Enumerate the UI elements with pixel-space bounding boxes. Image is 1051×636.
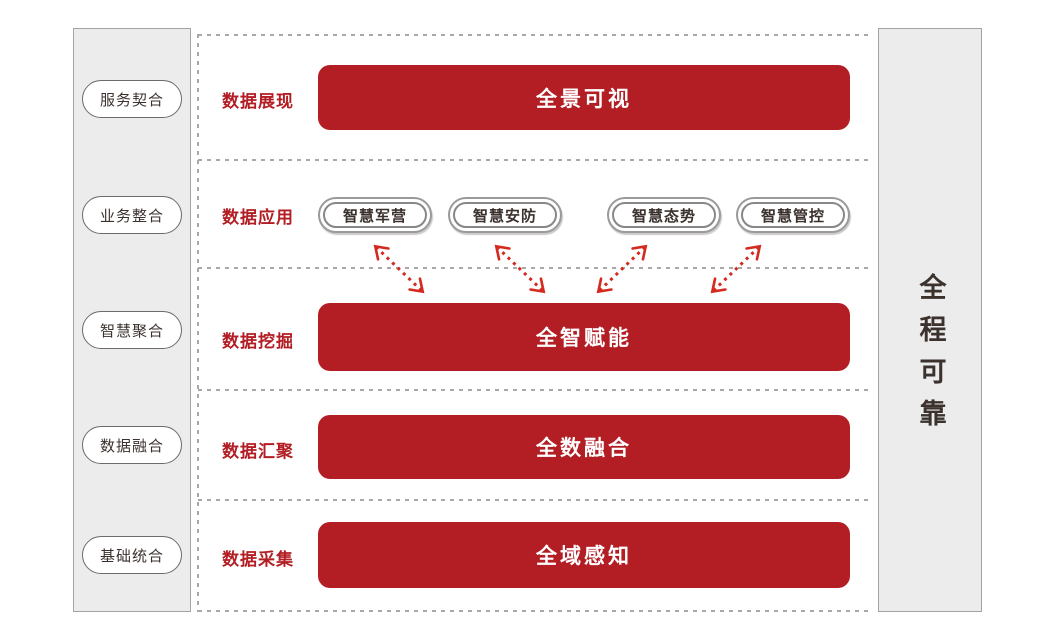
left-pill-data-fusion: 数据融合 xyxy=(82,426,182,464)
left-pill-business-integration: 业务整合 xyxy=(82,196,182,234)
double-arrow-3 xyxy=(596,244,648,294)
app-pill-label: 智慧管控 xyxy=(741,202,845,228)
double-arrow-2 xyxy=(494,244,546,294)
bar-full-intelligence: 全智赋能 xyxy=(318,303,850,371)
dotted-separator-4 xyxy=(198,389,868,391)
layer-label-data-collection: 数据采集 xyxy=(222,550,294,569)
app-pill-smart-control: 智慧管控 xyxy=(736,197,850,233)
right-sidebar-label: 全程可靠 xyxy=(915,273,946,441)
app-pill-smart-barracks: 智慧军营 xyxy=(318,197,432,233)
layer-label-data-application: 数据应用 xyxy=(222,208,294,227)
dotted-separator-3 xyxy=(198,267,868,269)
layer-label-data-convergence: 数据汇聚 xyxy=(222,442,294,461)
double-arrow-4 xyxy=(710,244,762,294)
left-sidebar: 服务契合 业务整合 智慧聚合 数据融合 基础统合 xyxy=(73,28,191,612)
app-pill-label: 智慧态势 xyxy=(612,202,716,228)
app-pill-label: 智慧军营 xyxy=(323,202,427,228)
double-arrow-1 xyxy=(373,244,425,294)
vertical-dotted-line xyxy=(197,34,199,612)
layer-label-data-display: 数据展现 xyxy=(222,92,294,111)
app-pill-label: 智慧安防 xyxy=(453,202,557,228)
bar-full-data-fusion: 全数融合 xyxy=(318,415,850,479)
layer-label-data-mining: 数据挖掘 xyxy=(222,332,294,351)
bar-panoramic-visibility: 全景可视 xyxy=(318,65,850,130)
dotted-separator-5 xyxy=(198,499,868,501)
left-pill-smart-aggregation: 智慧聚合 xyxy=(82,311,182,349)
dotted-separator-6 xyxy=(198,610,868,612)
bar-full-domain-sensing: 全域感知 xyxy=(318,522,850,588)
dotted-separator-1 xyxy=(198,34,868,36)
right-sidebar: 全程可靠 xyxy=(878,28,982,612)
app-pill-smart-security: 智慧安防 xyxy=(448,197,562,233)
app-pill-smart-situation: 智慧态势 xyxy=(607,197,721,233)
left-pill-base-unification: 基础统合 xyxy=(82,536,182,574)
left-pill-service-fit: 服务契合 xyxy=(82,80,182,118)
dotted-separator-2 xyxy=(198,159,868,161)
